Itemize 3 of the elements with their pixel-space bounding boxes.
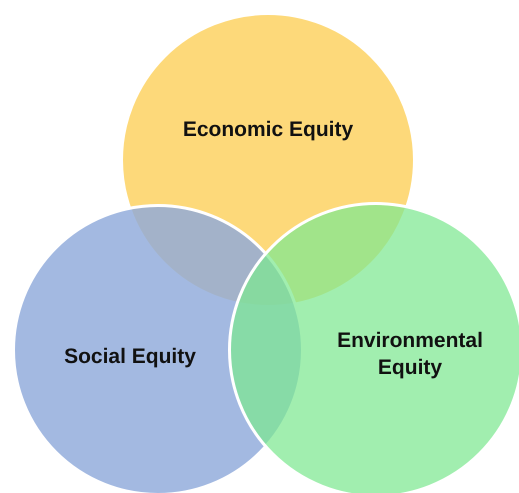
circle-label: Economic Equity <box>182 117 354 143</box>
circle-label: Social Equity <box>63 344 197 370</box>
circle-label: Environmental Equity <box>336 328 484 382</box>
